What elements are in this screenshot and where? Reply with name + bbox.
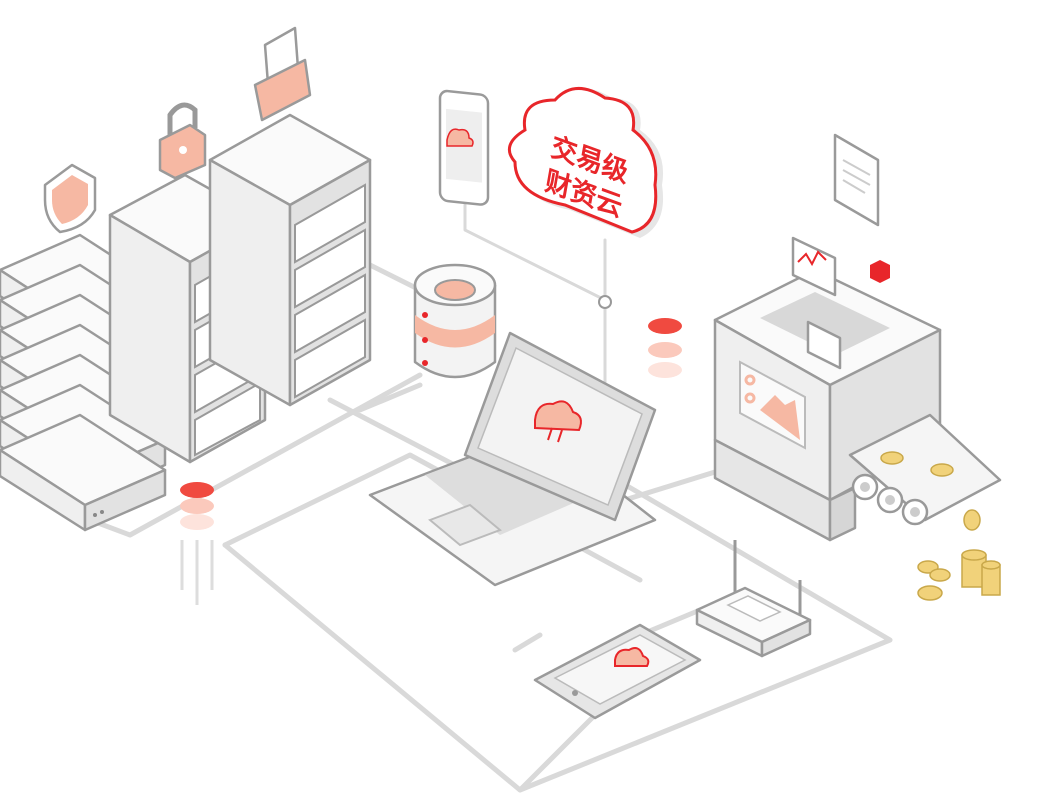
shield-icon — [43, 163, 97, 234]
coins — [880, 451, 1001, 601]
network-lines — [87, 203, 893, 793]
trackpad — [428, 503, 502, 547]
cloud-badge: 交易级 财资云 — [507, 87, 664, 238]
conveyor-belt — [848, 413, 1002, 601]
processing-machine — [713, 133, 942, 542]
phone-icon — [438, 89, 490, 206]
laptop — [368, 331, 657, 587]
tablet — [533, 623, 702, 720]
sync-icon-left — [180, 482, 214, 605]
lock-icon — [158, 102, 207, 180]
database-icon — [413, 263, 497, 379]
sync-icon-right — [648, 318, 682, 378]
server-rack-right — [208, 113, 372, 407]
folder-icon — [253, 26, 312, 122]
router — [695, 540, 812, 658]
